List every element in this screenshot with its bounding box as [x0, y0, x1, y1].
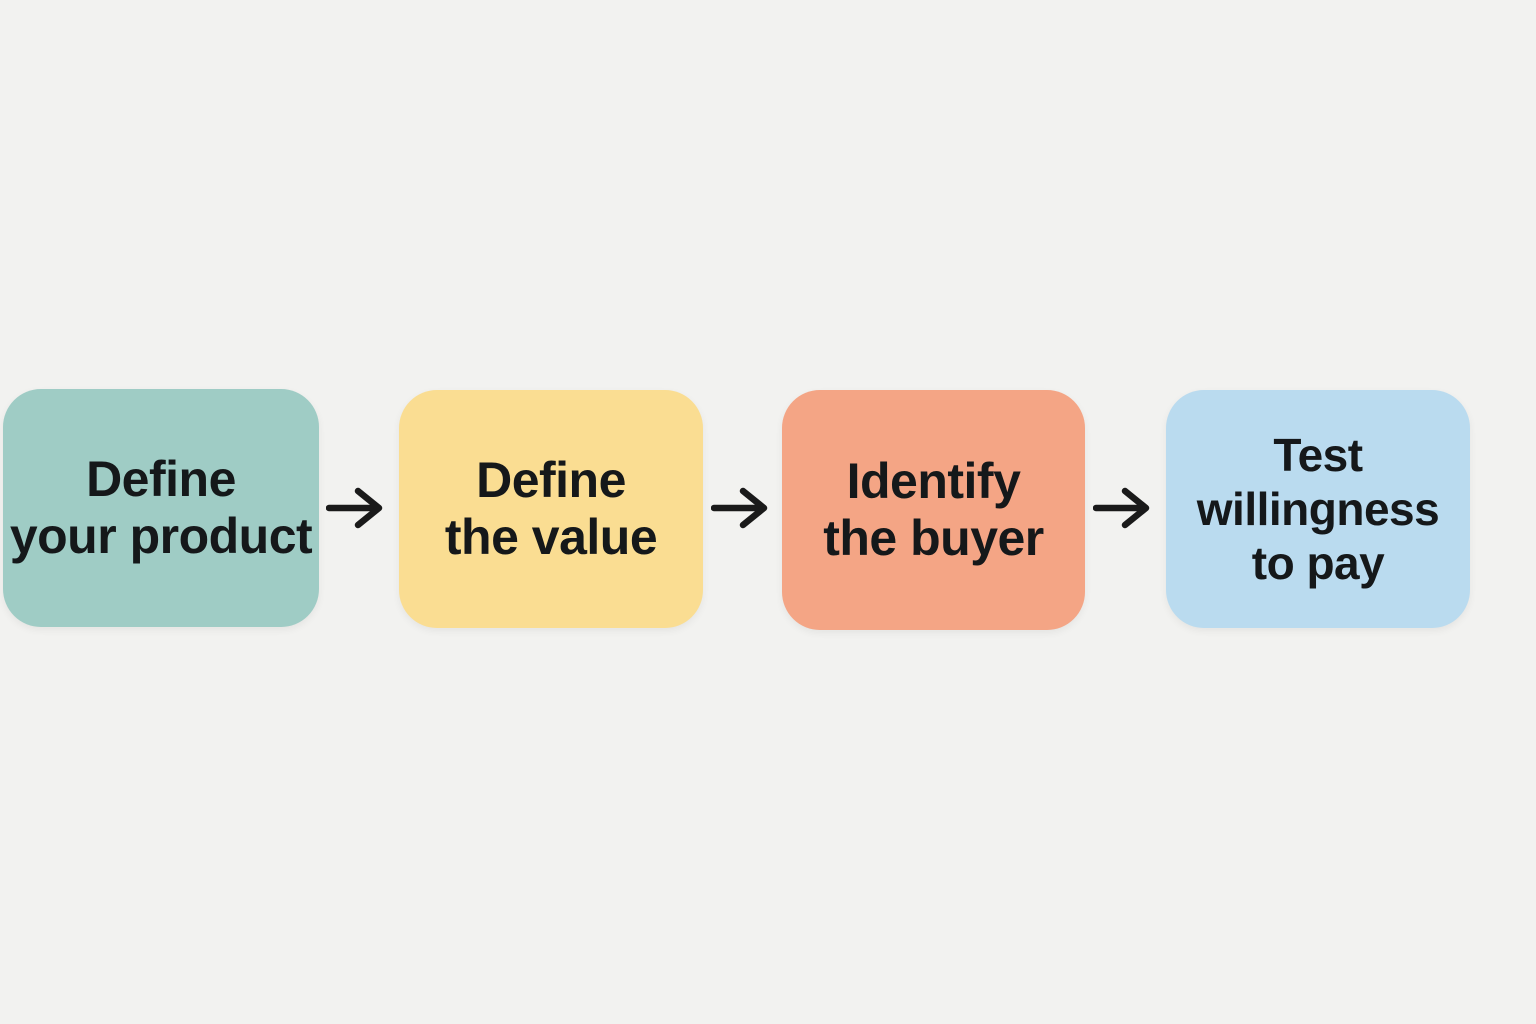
step-label-line: willingness	[1196, 483, 1440, 535]
step-box-test-willingness-to-pay: Test willingness to pay	[1166, 390, 1470, 628]
step-label-define-the-value: Define the value	[444, 452, 658, 566]
step-label-define-your-product: Define your product	[9, 451, 313, 565]
right-arrow-icon	[326, 486, 384, 530]
right-arrow-icon	[711, 486, 769, 530]
right-arrow-icon	[1093, 486, 1151, 530]
step-label-line: Define	[86, 451, 236, 507]
step-box-define-the-value: Define the value	[399, 390, 703, 628]
step-label-identify-the-buyer: Identify the buyer	[823, 453, 1044, 567]
step-box-identify-the-buyer: Identify the buyer	[782, 390, 1085, 630]
step-label-line: your product	[9, 508, 313, 564]
step-label-line: Define	[476, 452, 626, 508]
step-label-line: Identify	[846, 453, 1021, 509]
step-label-line: the value	[444, 509, 658, 565]
step-label-line: to pay	[1251, 537, 1385, 589]
step-box-define-your-product: Define your product	[3, 389, 319, 627]
step-label-test-willingness-to-pay: Test willingness to pay	[1196, 428, 1440, 590]
step-label-line: Test	[1273, 429, 1363, 481]
step-label-line: the buyer	[823, 510, 1044, 566]
